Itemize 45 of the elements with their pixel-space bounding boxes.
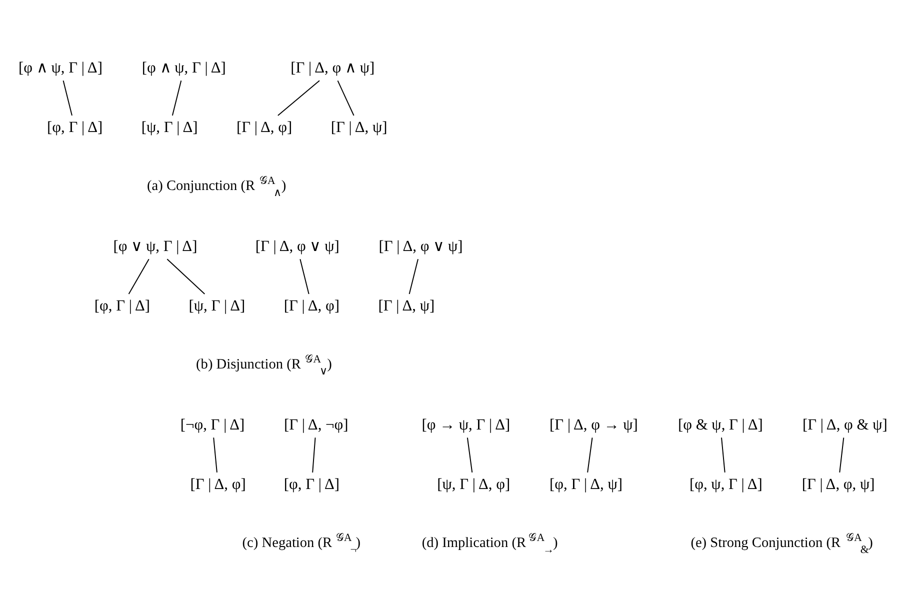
connector [300, 258, 310, 294]
connector [166, 258, 206, 294]
label: (e) Strong Conjunction (R$^{𝒢A}$$_{&}$) [690, 532, 873, 556]
node-text: [Γ | Δ, φ] [190, 476, 246, 493]
node-text: [¬φ, Γ | Δ] [180, 416, 245, 434]
node-text: [φ & ψ, Γ | Δ] [678, 416, 763, 434]
node-text: [φ, Γ | Δ] [284, 476, 340, 493]
node-text: [Γ | Δ, φ, ψ] [802, 476, 875, 493]
connector [466, 436, 473, 472]
node-text: [ψ, Γ | Δ, φ] [437, 476, 510, 493]
node-text: [Γ | Δ, φ] [284, 297, 340, 314]
node-text: [φ, ψ, Γ | Δ] [689, 476, 762, 493]
connector [62, 80, 72, 116]
connector [172, 80, 182, 116]
connector [839, 436, 844, 472]
label: (d) Implication (R$^{𝒢A}$$_{→}$) [422, 532, 558, 556]
node-text: [φ ∧ ψ, Γ | Δ] [142, 59, 226, 76]
connector [337, 80, 354, 116]
connector [721, 436, 726, 472]
connector [587, 436, 593, 472]
node-text: [Γ | Δ, φ] [236, 118, 292, 136]
node-text: [φ, Γ | Δ, ψ] [550, 476, 623, 493]
connector [408, 258, 418, 294]
node-text: [Γ | Δ, ψ] [330, 118, 388, 136]
connector [213, 436, 218, 472]
node-text: [φ → ψ, Γ | Δ] [422, 416, 510, 434]
node-text: [ψ, Γ | Δ] [141, 118, 198, 136]
connector [128, 258, 150, 294]
node-text: [Γ | Δ, φ & ψ] [802, 416, 888, 434]
node-text: [φ, Γ | Δ] [94, 297, 150, 314]
node-text: [Γ | Δ, φ ∨ ψ] [255, 238, 340, 255]
connector [312, 436, 316, 472]
node-text: [ψ, Γ | Δ] [188, 297, 246, 314]
node-text: [φ ∨ ψ, Γ | Δ] [113, 238, 198, 255]
node-text: [Γ | Δ, φ → ψ] [550, 416, 638, 434]
label: (c) Negation (R$^{𝒢A}$$_{¬}$) [242, 532, 361, 556]
node-text: [φ, Γ | Δ] [47, 118, 103, 136]
label: (b) Disjunction (R$^{𝒢A}$$_{∨}$) [196, 353, 332, 378]
connector [277, 80, 320, 116]
node-text: [Γ | Δ, ψ] [378, 297, 435, 314]
node-text: [Γ | Δ, ¬φ] [284, 416, 348, 434]
label: (a) Conjunction (R$^{𝒢A}$$_{∧}$) [146, 174, 286, 199]
node-text: [φ ∧ ψ, Γ | Δ] [18, 59, 102, 76]
node-text: [Γ | Δ, φ ∧ ψ] [290, 59, 375, 76]
node-text: [Γ | Δ, φ ∨ ψ] [378, 238, 463, 255]
